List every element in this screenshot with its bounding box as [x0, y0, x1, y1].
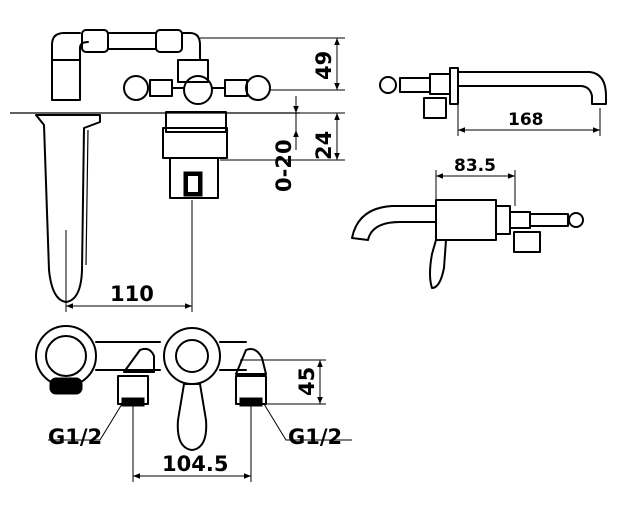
dim-label-handle-depth: 45: [295, 367, 319, 396]
thread-label-left: G1/2: [48, 425, 102, 449]
dim-height-top: 49: [200, 37, 345, 91]
top-handle-front: [81, 29, 201, 61]
valve-body-front: [123, 59, 271, 199]
dim-label-wall-depth: 83.5: [454, 156, 496, 176]
dim-label-adjust-range: 0-20: [272, 139, 296, 192]
dim-spout-reach-front: 110: [65, 200, 193, 312]
dim-adjust-range: 0-20: [272, 96, 299, 192]
plan-view: 45 G1/2 G1/2 104.5: [35, 325, 352, 482]
side-view-lever: 83.5: [351, 156, 584, 289]
thread-label-right: G1/2: [288, 425, 342, 449]
side-view: 168: [379, 67, 607, 136]
dim-label-height-mid: 24: [312, 131, 336, 160]
dim-label-spout-reach-side: 168: [508, 110, 544, 130]
dim-label-spout-reach-front: 110: [110, 282, 154, 306]
dim-label-height-top: 49: [312, 51, 336, 80]
spout-front: [35, 32, 101, 303]
front-elevation-view: 49 24 0-20 110: [10, 29, 345, 312]
dim-height-mid: 24: [220, 112, 345, 161]
dim-label-inlet-spacing: 104.5: [162, 452, 228, 476]
